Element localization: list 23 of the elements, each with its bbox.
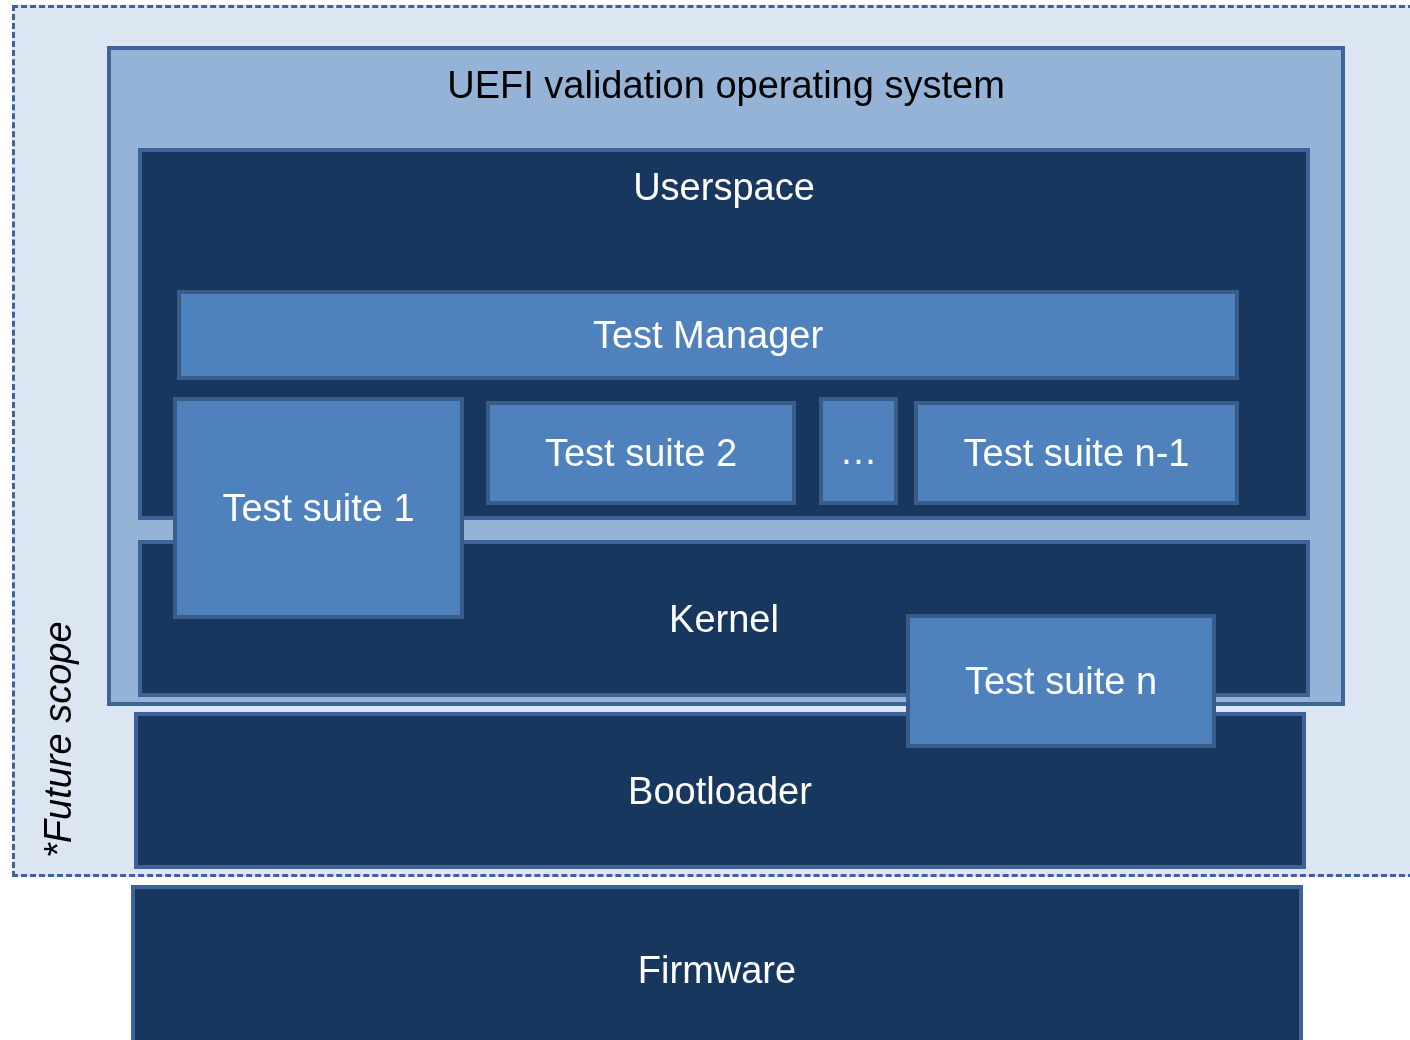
- component-box: [914, 401, 1239, 505]
- component-label: Test suite n-1: [962, 431, 1191, 475]
- layer-box: [131, 885, 1303, 1040]
- component-label: Test suite 1: [221, 486, 416, 530]
- layer-title: Kernel: [668, 597, 780, 640]
- component-label: …: [838, 429, 879, 473]
- region-label: *Future scope: [37, 621, 80, 858]
- component-label: Test suite 2: [543, 431, 739, 475]
- layer-title: Firmware: [636, 948, 798, 992]
- layer-box: [138, 148, 1310, 520]
- component-box: [177, 290, 1239, 380]
- component-box: [819, 397, 898, 505]
- layer-title: Userspace: [632, 166, 816, 209]
- component-box: [173, 397, 464, 619]
- component-box: [906, 614, 1216, 748]
- component-box: [486, 401, 796, 505]
- layer-title: Bootloader: [627, 769, 813, 812]
- os-layer-box: [107, 46, 1345, 706]
- component-label: Test suite n: [963, 659, 1159, 703]
- layer-title: UEFI validation operating system: [446, 64, 1006, 107]
- component-label: Test Manager: [591, 313, 825, 357]
- layer-box: [134, 712, 1306, 869]
- future-scope-region: [12, 5, 1410, 877]
